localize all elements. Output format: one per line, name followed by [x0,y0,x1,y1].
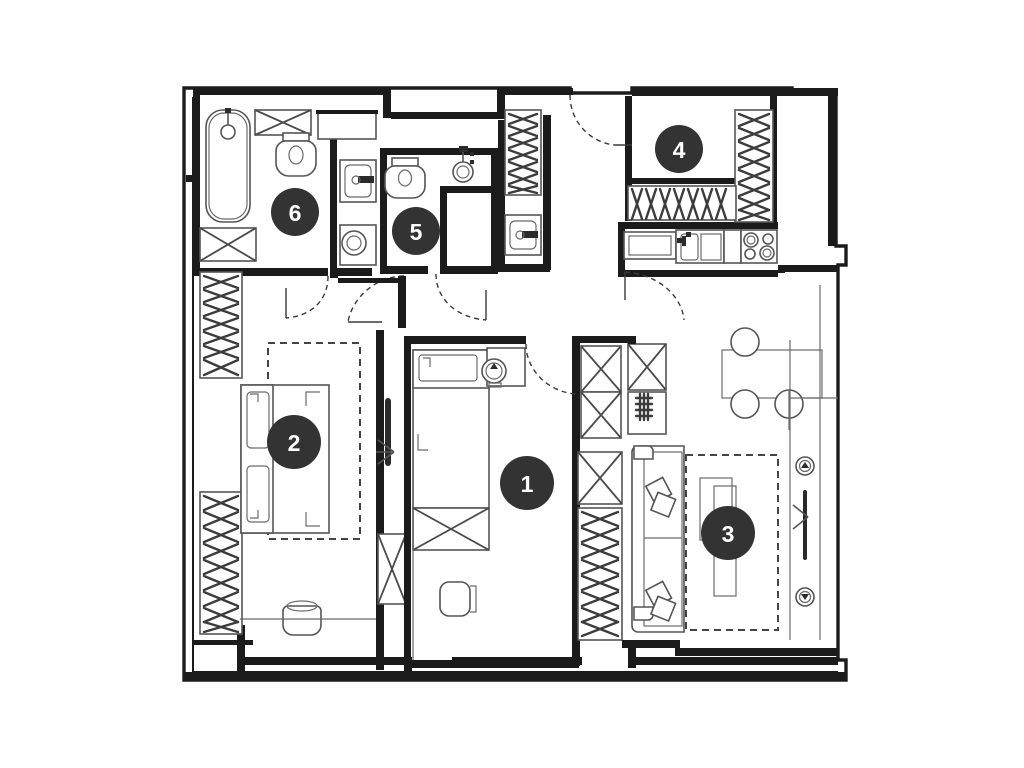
curtain-icon-kitchen-right [734,109,774,223]
room-marker-3-circle [701,506,755,560]
room-number-badges: 1 2 3 4 5 6 [267,125,755,560]
wardrobe-column-hall [577,345,623,505]
rug-outline-living [685,454,779,631]
cooktop-icon [740,229,778,264]
room-marker-4-label: 4 [673,137,686,163]
room-marker-5-circle [392,207,440,255]
room-marker-4-circle [655,125,703,173]
wall-bands-top [193,88,838,119]
wardrobe-icon [199,109,312,262]
sliding-door-bedroom2 [376,398,395,466]
air-conditioner-icon [481,347,526,388]
room-marker-1-label: 1 [521,471,534,497]
room-marker-3[interactable]: 3 [701,506,755,560]
room-marker-1-circle [500,456,554,510]
hall-wall-stubs [330,272,406,328]
room-marker-6-circle [271,188,319,236]
wardrobe-icon-between [377,533,407,605]
curtain-icon-hall-lower [577,507,623,641]
room-marker-6[interactable]: 6 [271,188,319,236]
room-marker-5[interactable]: 5 [392,207,440,255]
room-marker-6-label: 6 [289,200,302,226]
pouf-icon [240,600,376,636]
kitchen-counter [623,229,742,264]
room-marker-1[interactable]: 1 [500,456,554,510]
room-marker-3-label: 3 [722,521,735,547]
bathroom-second-walls [380,115,551,274]
curtain-icon-kitchen-bottom [627,185,737,221]
curtain-icon-bedroom2-lower [199,491,243,635]
balcony-areas [184,657,846,680]
room-marker-2-label: 2 [288,430,301,456]
toilet-icon-second [384,157,426,199]
wardrobe-icon-living-left [627,343,667,435]
utility-column [339,159,377,266]
wash-basin-icon [452,146,474,183]
living-top-wall [778,265,838,273]
shower-tray-icon [504,214,542,256]
door-swing-arcs [285,94,685,395]
sofa-icon [631,445,685,633]
room-marker-2[interactable]: 2 [267,415,321,469]
room-marker-5-label: 5 [410,219,423,245]
room-marker-4[interactable]: 4 [655,125,703,173]
wardrobe-icon-bedroom1 [412,507,490,551]
room-marker-2-circle [267,415,321,469]
toilet-icon [275,132,317,177]
chair-icon-bedroom1 [412,550,477,660]
cabinet-run-top [316,110,378,140]
bathtub-icon [205,108,251,223]
curtain-icon-bedroom2-upper [199,271,243,379]
bedroom-second-walls [193,330,384,673]
single-bed-icon [412,349,490,509]
dining-table-icon [721,327,838,430]
living-room-walls [622,336,838,668]
curtain-icon-hall [504,109,542,196]
sliding-door-icon-balcony [789,285,821,640]
cushion-icon [644,476,677,623]
